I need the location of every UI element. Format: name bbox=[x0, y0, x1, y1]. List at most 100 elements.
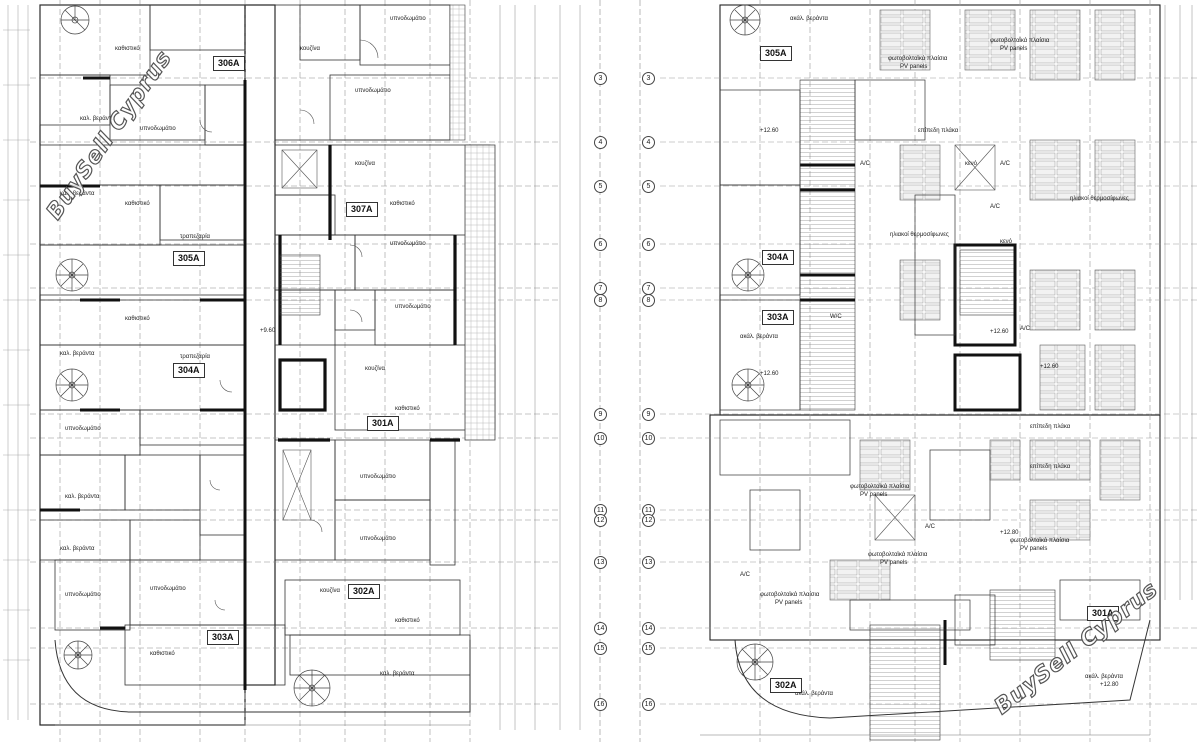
unit-tag-304A: 304A bbox=[173, 363, 205, 378]
room-label: τραπεζαρία bbox=[180, 234, 211, 240]
axis-bubble-16: 16 bbox=[594, 698, 607, 711]
room-label: καθιστικό bbox=[115, 45, 140, 52]
room-label: καθιστικό bbox=[390, 200, 415, 207]
room-label: υπνοδωμάτιο bbox=[360, 535, 396, 542]
room-label: φωτοβολταϊκά πλαίσια bbox=[990, 37, 1050, 44]
room-label: καθιστικό bbox=[125, 315, 150, 322]
level-mark: +12.60 bbox=[1040, 364, 1059, 370]
axis-bubble-8: 8 bbox=[642, 294, 655, 307]
axis-lines-centre bbox=[599, 0, 641, 742]
room-label: καθιστικό bbox=[125, 200, 150, 207]
unit-tag-305A: 305A bbox=[173, 251, 205, 266]
axis-bubble-5: 5 bbox=[642, 180, 655, 193]
axis-bubble-4: 4 bbox=[642, 136, 655, 149]
room-label: φωτοβολταϊκά πλαίσια bbox=[888, 55, 948, 62]
room-label: υπνοδωμάτιο bbox=[360, 473, 396, 480]
unit-tag-303A: 303A bbox=[207, 630, 239, 645]
level-mark: +12.60 bbox=[760, 371, 779, 377]
room-label: W/C bbox=[830, 314, 842, 320]
room-label: καθιστικό bbox=[395, 405, 420, 412]
room-label: κουζίνα bbox=[365, 366, 386, 372]
room-label: A/C bbox=[1020, 326, 1031, 332]
room-label: ακάλ. βεράντα bbox=[740, 333, 778, 340]
room-label: PV panels bbox=[900, 64, 927, 70]
room-label: ακάλ. βεράντα bbox=[790, 15, 828, 22]
right-roof-plan bbox=[660, 0, 1200, 742]
axis-bubble-10: 10 bbox=[642, 432, 655, 445]
room-label: υπνοδωμάτιο bbox=[140, 125, 176, 132]
unit-tag-305A-roof: 305A bbox=[760, 46, 792, 61]
room-label: επίπεδη πλάκα bbox=[1030, 463, 1071, 470]
room-label: PV panels bbox=[860, 492, 887, 498]
room-label: υπνοδωμάτιο bbox=[65, 425, 101, 432]
room-label: υπνοδωμάτιο bbox=[390, 240, 426, 247]
axis-bubble-13: 13 bbox=[594, 556, 607, 569]
room-label: καλ. βεράντα bbox=[80, 115, 115, 122]
room-label: κουζίνα bbox=[355, 161, 376, 167]
room-label: κουζίνα bbox=[320, 588, 341, 594]
axis-bubble-12: 12 bbox=[594, 514, 607, 527]
room-label: φωτοβολταϊκά πλαίσια bbox=[1010, 537, 1070, 544]
level-mark: +12.60 bbox=[990, 329, 1009, 335]
unit-tag-301A: 301A bbox=[367, 416, 399, 431]
room-annotations: καθιστικό κουζίνα υπνοδωμάτιο υπνοδωμάτι… bbox=[60, 15, 1129, 697]
room-label: καλ. βεράντα bbox=[60, 190, 95, 197]
axis-bubble-12: 12 bbox=[642, 514, 655, 527]
room-label: ακάλ. βεράντα bbox=[1085, 673, 1123, 680]
axis-bubble-6: 6 bbox=[594, 238, 607, 251]
level-mark: +12.80 bbox=[1000, 530, 1019, 536]
axis-bubble-14: 14 bbox=[594, 622, 607, 635]
axis-bubble-9: 9 bbox=[594, 408, 607, 421]
room-label: καθιστικό bbox=[395, 617, 420, 624]
axis-bubble-5: 5 bbox=[594, 180, 607, 193]
room-label: ηλιακοί θερμοσίφωνες bbox=[890, 232, 949, 238]
level-mark: +12.80 bbox=[1100, 682, 1119, 688]
room-label: επίπεδη πλάκα bbox=[918, 127, 959, 134]
level-mark: +12.60 bbox=[760, 128, 779, 134]
axis-bubble-16: 16 bbox=[642, 698, 655, 711]
unit-tag-303A-roof: 303A bbox=[762, 310, 794, 325]
axis-bubble-13: 13 bbox=[642, 556, 655, 569]
room-label: καλ. βεράντα bbox=[60, 545, 95, 552]
room-label: φωτοβολταϊκά πλαίσια bbox=[850, 483, 910, 490]
room-label: ακάλ. βεράντα bbox=[795, 690, 833, 697]
unit-tag-302A-roof: 302A bbox=[770, 678, 802, 693]
room-label: PV panels bbox=[1000, 46, 1027, 52]
room-label: καθιστικό bbox=[150, 650, 175, 657]
room-label: υπνοδωμάτιο bbox=[390, 15, 426, 22]
room-label: υπνοδωμάτιο bbox=[150, 585, 186, 592]
room-label: υπνοδωμάτιο bbox=[355, 87, 391, 94]
axis-bubble-15: 15 bbox=[642, 642, 655, 655]
room-label: A/C bbox=[1000, 161, 1011, 167]
axis-bubble-10: 10 bbox=[594, 432, 607, 445]
axis-bubble-6: 6 bbox=[642, 238, 655, 251]
level-mark: +9.60 bbox=[260, 328, 276, 334]
unit-tag-304A-roof: 304A bbox=[762, 250, 794, 265]
unit-tag-302A: 302A bbox=[348, 584, 380, 599]
room-label: κουζίνα bbox=[300, 46, 321, 52]
axis-bubble-3: 3 bbox=[594, 72, 607, 85]
room-label: ηλιακοί θερμοσίφωνες bbox=[1070, 196, 1129, 202]
unit-tag-301A-roof: 301A bbox=[1087, 606, 1119, 621]
room-label: PV panels bbox=[1020, 546, 1047, 552]
room-label: A/C bbox=[925, 524, 936, 530]
room-label: καλ. βεράντα bbox=[380, 670, 415, 677]
room-label: A/C bbox=[740, 572, 751, 578]
axis-bubble-3: 3 bbox=[642, 72, 655, 85]
room-label: κενό bbox=[965, 160, 978, 167]
axis-bubble-14: 14 bbox=[642, 622, 655, 635]
room-label: επίπεδη πλάκα bbox=[1030, 423, 1071, 430]
room-label: A/C bbox=[860, 161, 871, 167]
axis-bubble-8: 8 bbox=[594, 294, 607, 307]
axis-bubble-15: 15 bbox=[594, 642, 607, 655]
unit-tag-307A: 307A bbox=[346, 202, 378, 217]
room-label: PV panels bbox=[775, 600, 802, 606]
axis-bubble-9: 9 bbox=[642, 408, 655, 421]
room-label: τραπεζαρία bbox=[180, 354, 211, 360]
left-floor-plan bbox=[3, 0, 581, 742]
room-label: υπνοδωμάτιο bbox=[395, 303, 431, 310]
room-label: κενό bbox=[1000, 238, 1013, 245]
room-label: καλ. βεράντα bbox=[65, 493, 100, 500]
room-label: καλ. βεράντα bbox=[60, 350, 95, 357]
